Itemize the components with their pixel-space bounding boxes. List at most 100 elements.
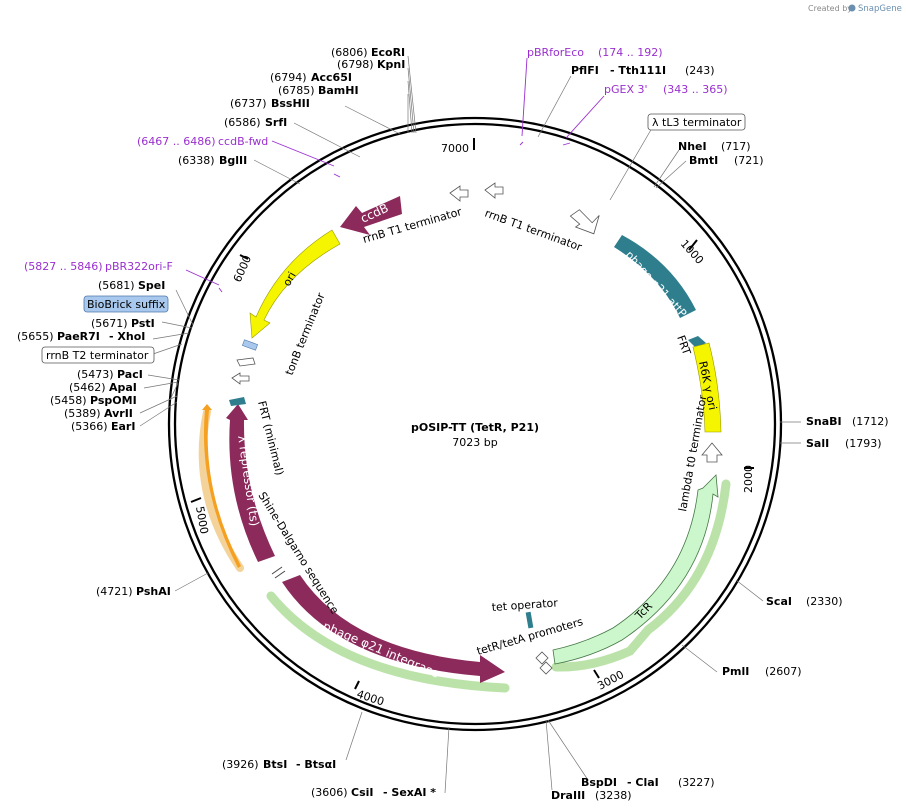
site-SnaBI-pos: (1712) [852,415,889,428]
site-BmtI-pos: (721) [734,154,764,167]
site-PstI-pos: (5671) [91,317,128,330]
scale-ticks [190,138,754,690]
scale-label-2000: 2000 [742,465,755,493]
primer-ccdB-fwd-mark [333,173,341,178]
primer-pBRforEco-name: pBRforEco [527,46,584,59]
primer-pGEX-name: pGEX 3' [604,83,648,96]
boxed-label-rrnB-T2-text: rrnB T2 terminator [46,349,149,362]
site-CsiI-name: CsiI [351,786,373,799]
primer-pBR322ori-F-mark [218,287,223,293]
site-BtsI-pos: (3926) [222,758,259,771]
site-EarI-pos: (5366) [71,420,108,433]
site-KpnI-pos: (6798) [337,58,374,71]
primer-ccdB-fwd-range: (6467 .. 6486) [137,135,216,148]
site-XhoI-name: - XhoI [109,330,145,343]
scale-label-5000: 5000 [193,505,211,535]
site-PflFI-name: PflFI [571,64,599,77]
feature-TcR-highlight [551,479,731,672]
site-PspOMI-pos: (5458) [50,394,87,407]
boxed-label-biobrick-suffix-text: BioBrick suffix [87,298,166,311]
scale-label-1000: 1000 [678,237,706,267]
site-DraIII-name: DraIII [551,789,585,802]
feature-lambda-tL3-terminator [569,209,600,235]
feature-label-FRT: FRT [674,334,693,357]
primer-pBRforEco-leader [521,57,528,137]
primer-pGEX-leader [565,95,605,139]
site-EcoRI-pos: (6806) [331,46,368,59]
created-by-text: Created by [808,4,852,13]
feature-integrase-highlight [266,591,510,693]
scale-label-3000: 3000 [595,668,626,693]
site-BspDI-name: BspDI [581,776,617,789]
site-SrfI-pos: (6586) [224,116,261,129]
site-SalI-name: SalI [806,437,829,450]
site-Acc65I-pos: (6794) [270,71,307,84]
site-Tth111I-name: - Tth111I [610,64,666,77]
site-PacI-pos: (5473) [77,368,114,381]
site-NheI-pos: (717) [721,140,751,153]
snapgene-brand: SnapGene [858,4,902,14]
boxed-label-rrnB-T2 [41,346,155,364]
primer-pBRforEco-mark [519,141,524,146]
feature-label-ori: ori [280,270,298,289]
site-BssHII-pos: (6737) [230,97,267,110]
site-ScaI-name: ScaI [766,595,792,608]
site-AvrII-name: AvrII [104,407,133,420]
feature-FRT-minimal-arrow [229,397,246,406]
site-BspDI-pos: (3227) [678,776,715,789]
site-PstI-name: PstI [131,317,155,330]
primer-ccdB-fwd-leader [271,140,335,167]
primer-pBR322ori-F-leader [185,269,220,286]
site-NheI-name: NheI [678,140,707,153]
feature-label-FRT-minimal: FRT (minimal) [255,400,286,477]
site-DraIII-pos: (3238) [595,789,632,802]
feature-rrnB-T2-terminator [236,357,256,367]
site-BamHI-name: BamHI [318,84,359,97]
feature-label-tonB-terminator: tonB terminator [283,291,328,377]
feature-phage-attP-arrow [614,235,696,318]
primer-pGEX-range: (343 .. 365) [663,83,728,96]
site-PshAI-pos: (4721) [96,585,133,598]
site-SpeI-name: SpeI [138,279,165,292]
site-PspOMI-name: PspOMI [90,394,137,407]
backbone-outer-ring [167,116,783,732]
site-SrfI-name: SrfI [265,116,287,129]
site-SpeI-pos: (5681) [98,279,135,292]
feature-label-rrnB-T1-terminator-2: rrnB T1 terminator [483,207,584,254]
feature-label-tet-operator: tet operator [491,596,558,614]
site-CsiI-pos: (3606) [311,786,348,799]
feature-ori-arrow [249,229,341,339]
site-PshAI-name: PshAI [136,585,171,598]
primer-ccdB-fwd-name: ccdB-fwd [218,135,268,148]
site-SnaBI-name: SnaBI [806,415,842,428]
feature-lambda-t0-terminator [701,442,723,463]
boxed-label-lambda-tL3 [647,113,746,131]
site-BglII-pos: (6338) [178,154,215,167]
site-BamHI-pos: (6785) [278,84,315,97]
site-Acc65I-name: Acc65I [311,71,352,84]
site-EcoRI-name: EcoRI [371,46,405,59]
feature-lambda-repressor-outline [202,404,241,568]
site-PaeR7I-name: PaeR7I [57,330,100,343]
feature-lambda-repressor-arrow [226,404,275,562]
feature-R6K-ori-arrow [692,342,722,433]
feature-tonB-terminator [231,372,250,385]
snapgene-logo-icon [848,4,856,12]
site-EarI-name: EarI [111,420,135,433]
site-PmlI-pos: (2607) [765,665,802,678]
primer-pBR322ori-F-name: pBR322ori-F [105,260,173,273]
scale-label-6000: 6000 [231,253,254,284]
site-KpnI-name: KpnI [377,58,405,71]
scale-label-7000: 7000 [441,142,469,155]
feature-tet-operator [525,611,534,629]
primer-pGEX-mark [562,142,571,146]
primer-pBR322ori-F-range: (5827 .. 5846) [24,260,103,273]
site-ClaI-name: - ClaI [627,776,659,789]
site-SalI-pos: (1793) [845,437,882,450]
boxed-label-lambda-tL3-text: λ tL3 terminator [652,116,742,129]
site-leader-lines [139,55,801,794]
site-PaeR7I-pos: (5655) [17,330,54,343]
site-BmtI-name: BmtI [689,154,718,167]
site-AvrII-pos: (5389) [64,407,101,420]
